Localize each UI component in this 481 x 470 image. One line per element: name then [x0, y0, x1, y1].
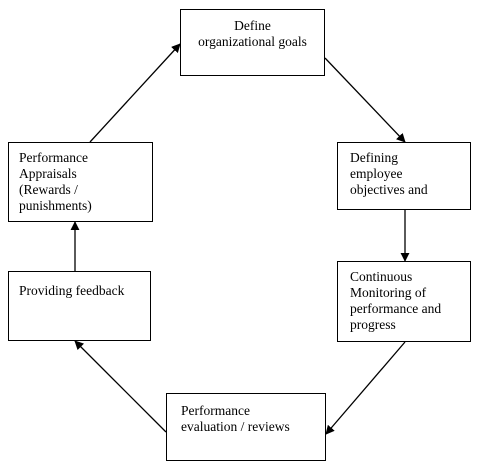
continuous-monitoring-box: Continuous Monitoring of performance and… — [337, 261, 471, 342]
box-text-line: performance and — [350, 301, 442, 316]
define-objectives-box: Defining employee objectives and — [337, 142, 471, 210]
box-text-line: objectives and — [350, 182, 428, 197]
box-text-line: Performance — [181, 403, 250, 418]
box-text-line: progress — [350, 317, 396, 332]
box-text-line: (Rewards / — [19, 182, 78, 197]
box-text-line: Continuous — [350, 269, 413, 284]
performance-evaluation-box: Performance evaluation / reviews — [166, 393, 326, 461]
performance-appraisals-box: Performance Appraisals (Rewards / punish… — [8, 142, 153, 222]
box-text-line: employee — [350, 166, 403, 181]
define-goals-box: Define organizational goals — [180, 9, 325, 76]
box-text-line: Define — [234, 18, 271, 33]
box-text-line: Appraisals — [19, 166, 77, 181]
box-text-line: evaluation / reviews — [181, 419, 290, 434]
box-text-line: Performance — [19, 150, 88, 165]
arrow-appraisals-to-goals — [89, 43, 181, 143]
providing-feedback-box: Providing feedback — [8, 271, 151, 341]
arrow-goals-to-objectives — [324, 57, 406, 143]
arrow-evaluation-to-feedback — [74, 340, 167, 433]
box-text-line: punishments) — [19, 198, 92, 213]
box-text-line: Providing feedback — [19, 283, 125, 298]
arrow-monitoring-to-evaluation — [325, 341, 406, 435]
box-text-line: organizational goals — [198, 34, 307, 49]
box-text-line: Defining — [350, 150, 398, 165]
box-text-line: Monitoring of — [350, 285, 427, 300]
